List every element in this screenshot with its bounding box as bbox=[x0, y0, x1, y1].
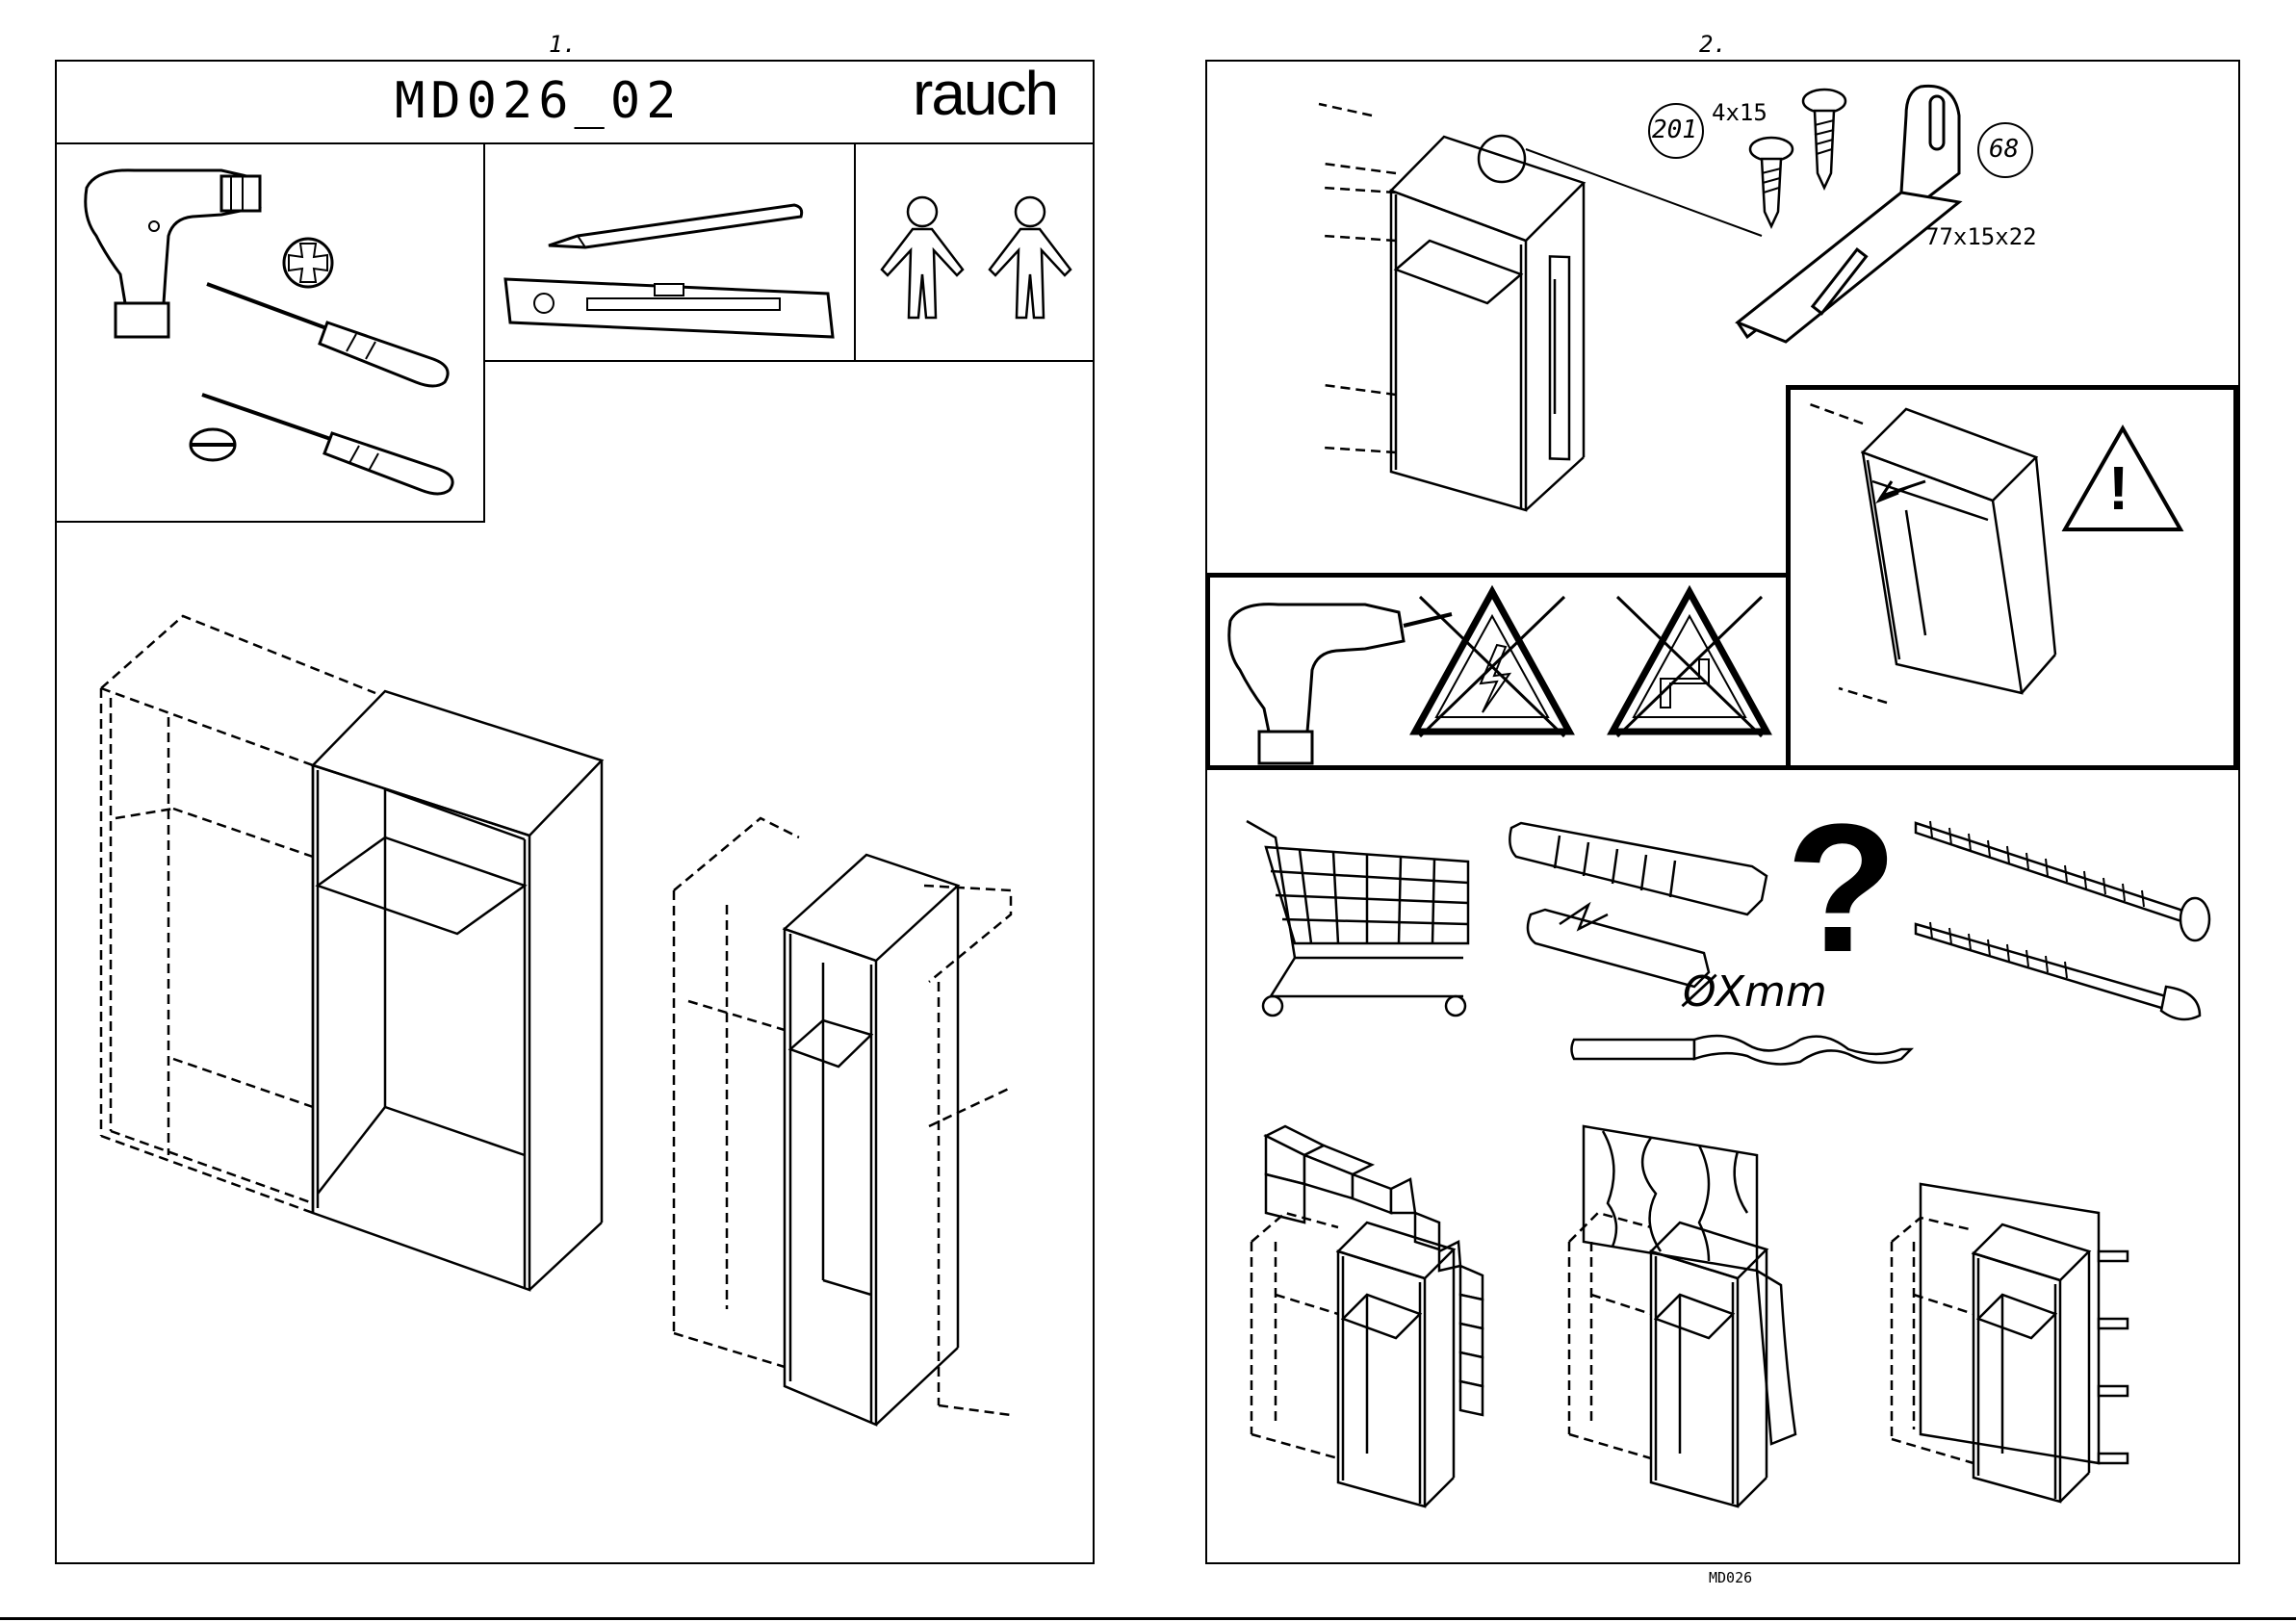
cabinet-tipping-drawing bbox=[1810, 404, 2060, 732]
wardrobe-large-drawing bbox=[96, 616, 606, 1232]
wall-screw-icon bbox=[1911, 818, 2229, 1040]
no-electric-icon bbox=[1406, 587, 1579, 741]
brand-logo: rauch bbox=[913, 58, 1057, 129]
no-water-pipe-icon bbox=[1603, 587, 1776, 741]
stud-wall-icon bbox=[1887, 1184, 2137, 1502]
warning-exclamation: ! bbox=[2108, 452, 2128, 524]
left-page-number: 1. bbox=[549, 31, 577, 58]
bottom-rule bbox=[0, 1617, 2296, 1620]
spirit-level-icon bbox=[501, 274, 838, 347]
wall-bracket-icon bbox=[1728, 77, 1969, 347]
wood-wall-icon bbox=[1564, 1126, 1795, 1502]
pencil-icon bbox=[539, 197, 809, 255]
part-68-label: 68 bbox=[1989, 135, 2019, 164]
model-title: MD026_02 bbox=[395, 72, 682, 130]
two-persons-icon bbox=[866, 193, 1088, 322]
question-mark-icon: ? bbox=[1786, 797, 1897, 980]
right-page-number: 2. bbox=[1699, 31, 1727, 58]
brick-wall-icon bbox=[1247, 1126, 1497, 1502]
footer-code: MD026 bbox=[1709, 1569, 1752, 1586]
phillips-screwdriver-icon bbox=[202, 274, 462, 390]
shopping-cart-icon bbox=[1242, 813, 1483, 1025]
drill-bit-icon bbox=[1569, 1025, 1916, 1073]
part-201-label: 201 bbox=[1652, 116, 1697, 144]
flat-screwdriver-icon bbox=[197, 390, 467, 496]
wardrobe-small-drawing bbox=[669, 809, 1054, 1434]
bracket-size-label: 77x15x22 bbox=[1925, 223, 2037, 250]
